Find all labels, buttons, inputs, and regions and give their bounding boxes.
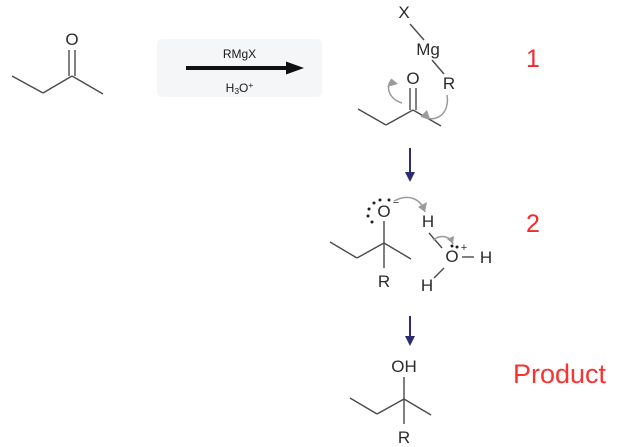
hydroxyl-group-label: OH	[391, 357, 417, 376]
hydronium-h: H	[225, 81, 235, 95]
reagent-above-arrow: RMgX	[222, 47, 257, 61]
curved-arrow-pi-to-oxygen	[387, 78, 403, 104]
hydronium-oxygen-label: O	[445, 247, 458, 266]
reagent-below-arrow: H3O+	[157, 81, 322, 96]
step-arrow-two	[405, 316, 415, 346]
bond-p-c2-c3	[376, 398, 405, 415]
hydronium-positive-charge: +	[461, 242, 467, 254]
hydronium-hydrogen-right: H	[480, 248, 492, 267]
bond-mg-r	[431, 59, 445, 75]
curved-arrow-alkoxide-to-proton-head	[418, 202, 427, 212]
intermediate-one-oxygen-label: O	[406, 69, 419, 88]
alkyl-group-label-one: R	[443, 74, 455, 93]
lone-pair-dot	[370, 220, 374, 224]
bond-i2-c3-c4	[383, 242, 412, 260]
alkyl-group-label-two: R	[378, 272, 390, 291]
bond-c1-c2	[11, 75, 44, 94]
curved-arrow-oh-bond-to-oxygen-head	[447, 236, 454, 244]
curved-arrow-r-to-carbonyl	[420, 94, 449, 120]
structure-intermediate-two: O − R H O + H H	[329, 196, 492, 295]
carbonyl-oxygen-label: O	[65, 30, 78, 49]
lone-pair-dot	[366, 214, 370, 218]
reaction-arrow	[186, 61, 304, 75]
curved-arrow-pi-to-oxygen-head	[387, 79, 398, 87]
curved-arrow-r-to-carbonyl-head	[421, 110, 430, 119]
magnesium-label: Mg	[416, 40, 440, 59]
alkoxide-oxygen-label: O	[377, 202, 390, 221]
bond-hydronium-o-h-bottom	[433, 267, 445, 279]
lone-pair-dot	[378, 198, 382, 202]
step-label-two: 2	[526, 210, 540, 238]
alkoxide-negative-charge: −	[393, 197, 399, 209]
hydronium-subscript: 3	[234, 86, 240, 96]
structure-product: OH R	[349, 357, 432, 447]
lone-pair-dot	[450, 244, 454, 248]
hydronium-o: O	[239, 81, 249, 95]
bond-c3-c4	[71, 75, 104, 95]
structure-starting-material: O	[11, 30, 104, 95]
lone-pair-dot	[367, 207, 371, 211]
lone-pair-dot	[387, 198, 391, 202]
halide-label: X	[398, 3, 409, 22]
bond-i1-c1-c2	[357, 108, 387, 126]
reaction-arrow-head	[286, 61, 304, 75]
step-arrow-two-head	[405, 336, 415, 346]
bond-i1-c2-c3	[385, 109, 414, 126]
alkyl-group-label-product: R	[398, 428, 410, 447]
step-arrow-one-head	[405, 172, 415, 182]
bond-i2-c2-c3	[356, 242, 385, 259]
bond-p-c3-c4	[403, 398, 432, 416]
hydronium-hydrogen-top: H	[422, 212, 434, 231]
bond-c2-c3	[42, 75, 73, 94]
product-label: Product	[513, 359, 607, 389]
bond-hydronium-o-h-top	[428, 232, 443, 249]
step-arrow-one	[405, 148, 415, 182]
lone-pair-dot	[372, 201, 376, 205]
bond-x-mg	[409, 23, 425, 41]
lone-pair-dot	[455, 245, 459, 249]
structure-intermediate-one: X Mg R O	[357, 3, 455, 127]
step-label-one: 1	[526, 45, 540, 73]
bond-i2-c1-c2	[329, 241, 358, 259]
hydronium-charge: +	[248, 80, 254, 90]
bond-p-c1-c2	[349, 397, 378, 415]
hydronium-hydrogen-bottom: H	[421, 276, 433, 295]
